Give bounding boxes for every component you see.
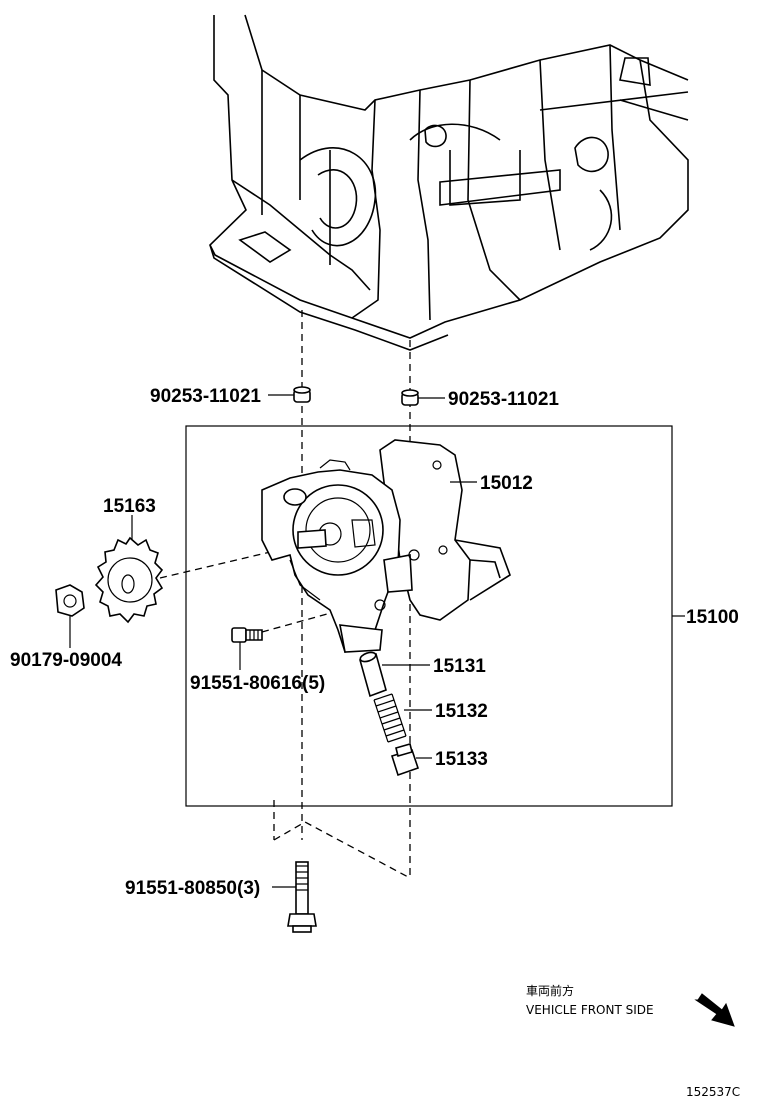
collar-left-icon [293,386,311,403]
small-bolt-icon [231,627,263,643]
label-collar-right: 90253-11021 [448,389,559,410]
long-bolt-icon [287,861,317,933]
label-gasket: 15012 [480,473,533,494]
leader-lines [69,394,685,888]
sprocket-icon [94,536,164,624]
collar-right-icon [401,389,419,406]
label-valve: 15131 [433,656,486,677]
direction-japanese: 車両前方 [526,983,574,998]
label-collar-left: 90253-11021 [150,386,261,407]
engine-block-illustration [209,14,689,351]
label-plug: 15133 [435,749,488,770]
label-sprocket: 15163 [103,496,156,517]
direction-english: VEHICLE FRONT SIDE [526,1003,654,1017]
oil-pump-illustration [261,439,511,653]
plug-icon [390,743,420,777]
nut-icon [55,584,85,617]
arrow-down-right-icon [694,993,735,1027]
label-bolt-long: 91551-80850(3) [125,878,260,899]
figure-id: 152537C [686,1085,740,1099]
label-bolt-small: 91551-80616(5) [190,673,325,694]
relief-valve-icon [359,651,387,698]
label-nut: 90179-09004 [10,650,122,671]
label-oil-pump-assy: 15100 [686,607,739,628]
label-spring: 15132 [435,701,488,722]
spring-icon [373,693,407,743]
